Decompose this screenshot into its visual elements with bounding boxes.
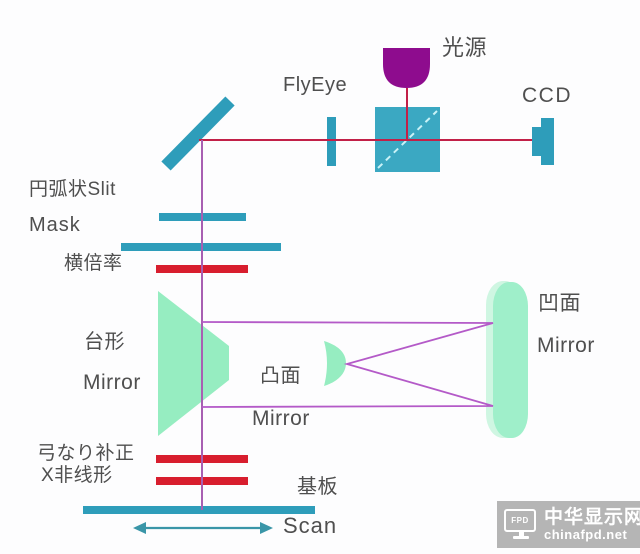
watermark-site-url: chinafpd.net — [544, 526, 628, 542]
label-substrate: 基板 — [297, 476, 338, 498]
light-source-lamp-icon — [383, 48, 430, 88]
ccd-sensor-front — [532, 127, 541, 156]
label-magnification: 横倍率 — [64, 253, 123, 274]
label-trapezoid-cn: 台形 — [84, 331, 125, 353]
watermark-text-block: 中华显示网 chinafpd.net — [544, 506, 640, 542]
label-light-source: 光源 — [442, 35, 488, 60]
flyeye-lens — [327, 117, 336, 166]
label-concave-cn: 凹面 — [538, 292, 581, 315]
ccd-sensor-body — [541, 118, 554, 165]
site-watermark: FPD 中华显示网 chinafpd.net — [497, 501, 640, 548]
monitor-base — [513, 535, 529, 539]
label-scan: Scan — [283, 513, 338, 538]
label-flyeye: FlyEye — [283, 74, 348, 96]
label-bow-correction: 弓なり补正 — [37, 443, 135, 464]
watermark-site-name: 中华显示网 — [544, 506, 640, 528]
label-arc-slit: 円弧状Slit — [29, 179, 116, 200]
beam-splitter-diagonal — [377, 110, 438, 169]
label-mask: Mask — [29, 214, 81, 236]
monitor-neck — [518, 531, 524, 536]
label-concave-mirror: Mirror — [537, 334, 595, 357]
trapezoid-mirror-shape — [158, 291, 229, 436]
scan-arrow-right-head — [260, 522, 273, 534]
concave-mirror-front — [493, 282, 528, 438]
substrate-bar — [83, 506, 315, 514]
label-ccd: CCD — [522, 84, 572, 107]
label-convex-mirror: Mirror — [252, 407, 310, 430]
scan-arrow-left-head — [133, 522, 146, 534]
fold-mirror — [161, 96, 235, 171]
label-x-nonlinear: X非线形 — [41, 465, 113, 486]
label-trapezoid-mirror: Mirror — [83, 371, 141, 394]
mirror-ray-path — [201, 321, 494, 408]
label-convex-cn: 凸面 — [260, 365, 301, 387]
fpd-logo-text: FPD — [504, 508, 536, 532]
fpd-monitor-icon: FPD — [504, 508, 538, 541]
convex-mirror-shape — [324, 341, 346, 386]
